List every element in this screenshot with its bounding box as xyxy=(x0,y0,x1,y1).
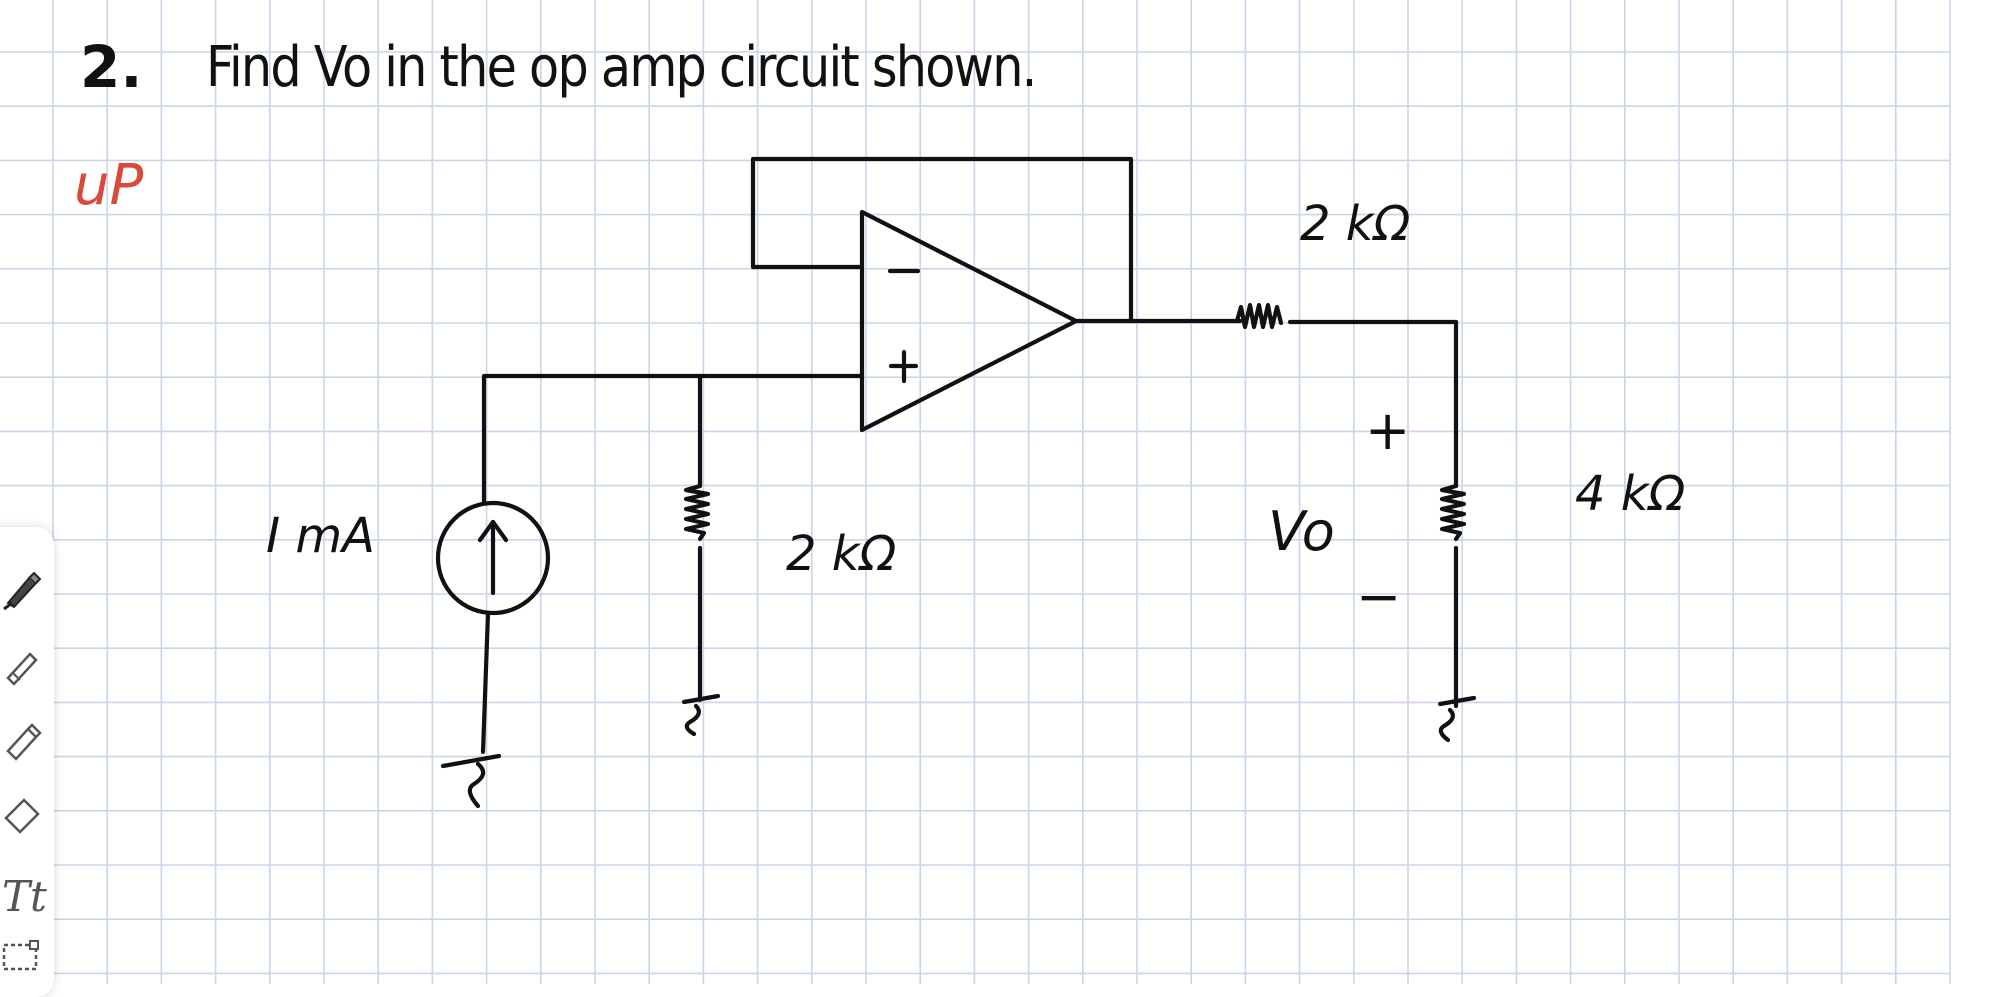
ground-resistor xyxy=(683,483,711,542)
series-resistor xyxy=(1234,302,1284,330)
ground-resistor-ground xyxy=(681,693,721,737)
question-number: 2. xyxy=(80,33,143,101)
text-tool-icon[interactable]: Tt xyxy=(2,872,47,921)
annotation-mark: uP xyxy=(74,153,144,218)
current-source-circle xyxy=(435,500,551,616)
feedback-wire xyxy=(750,156,1134,324)
ground-source xyxy=(440,753,502,809)
pencil-icon[interactable] xyxy=(0,642,44,686)
highlighter-icon[interactable] xyxy=(0,717,44,761)
output-voltage-label: Vo xyxy=(1268,500,1335,563)
eraser-icon[interactable] xyxy=(0,792,44,836)
source-bottom-wire xyxy=(480,610,491,755)
ground-resistor-label: 2 kΩ xyxy=(786,526,897,582)
ground-load xyxy=(1437,695,1477,743)
pen-icon[interactable] xyxy=(0,567,44,611)
current-source-arrow-head xyxy=(477,519,509,543)
circuit-diagram xyxy=(435,156,1477,809)
current-source-label: I mA xyxy=(266,508,376,564)
question-text: Find Vo in the op amp circuit shown. xyxy=(206,35,1037,100)
load-resistor xyxy=(1439,483,1467,542)
load-resistor-label: 4 kΩ xyxy=(1575,466,1686,522)
output-minus-sign: − xyxy=(1356,565,1402,628)
series-resistor-label: 2 kΩ xyxy=(1300,196,1411,252)
input-wire xyxy=(481,373,865,506)
lasso-icon[interactable] xyxy=(0,937,44,981)
output-plus-sign: + xyxy=(1365,399,1411,462)
drawing-toolbar: Tt xyxy=(0,527,54,997)
op-amp-symbol xyxy=(859,209,1079,433)
